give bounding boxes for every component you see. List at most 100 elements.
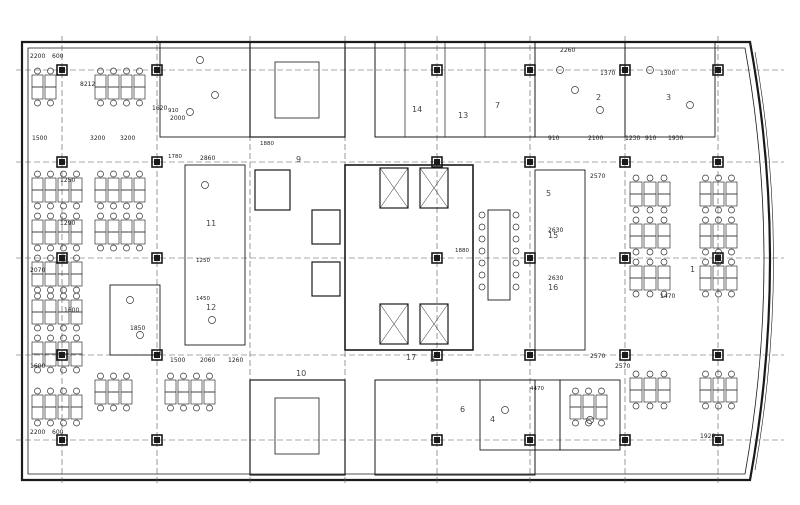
structural-column [619, 349, 631, 361]
structural-column [524, 156, 536, 168]
structural-column-core [154, 437, 160, 443]
chair [201, 181, 209, 189]
structural-column-core [715, 67, 721, 73]
structural-column [151, 156, 163, 168]
chair [47, 334, 54, 342]
desk [177, 391, 190, 405]
bottom-dimension-row: 1500 2060 1260 2200 600 1920 2100 910 12… [30, 135, 715, 440]
chair [60, 366, 67, 374]
chair [478, 235, 486, 243]
chair [632, 206, 640, 214]
desk [164, 391, 177, 405]
chair [34, 254, 41, 262]
desk [57, 273, 70, 287]
chair [646, 370, 654, 378]
chair [686, 101, 694, 109]
chair [632, 174, 640, 182]
desk [44, 189, 57, 203]
desk [712, 389, 725, 403]
structural-column [712, 64, 724, 76]
right-dimension: 1370 [600, 70, 615, 77]
desk [107, 189, 120, 203]
chair [728, 174, 735, 182]
top-dimension: 1620 [152, 105, 167, 112]
chair [47, 324, 54, 332]
chair [47, 254, 54, 262]
chair [34, 387, 41, 395]
chair [97, 99, 104, 107]
structural-column-core [59, 437, 65, 443]
desk [725, 277, 738, 291]
structural-column-core [622, 255, 628, 261]
desk [57, 406, 70, 420]
desk [712, 193, 725, 207]
chair [60, 387, 67, 395]
zone-markers: 1 2 3 4 5 6 7 8 9 10 11 12 13 14 15 16 1… [206, 93, 695, 424]
chair [660, 216, 668, 224]
desk [643, 277, 657, 291]
desk [643, 235, 657, 249]
chair [136, 170, 143, 178]
chair [206, 404, 213, 412]
chair [598, 419, 605, 427]
chair [660, 248, 668, 256]
chair [47, 202, 54, 210]
left-dimension: 1600 [64, 307, 79, 314]
structural-column [431, 434, 443, 446]
chair [512, 271, 520, 279]
chair [110, 202, 117, 210]
structural-column [431, 349, 443, 361]
chair [715, 216, 722, 224]
chair [167, 404, 174, 412]
structural-column-core [154, 159, 160, 165]
chair [73, 202, 80, 210]
chair [596, 106, 604, 114]
structural-column-core [715, 255, 721, 261]
chair [97, 244, 104, 252]
zone-number: 2 [596, 93, 601, 102]
chair [47, 244, 54, 252]
structural-column [619, 434, 631, 446]
structural-column [619, 252, 631, 264]
bottom-dimension: 910 [548, 135, 560, 142]
zone-number: 14 [412, 105, 422, 114]
center-dimension: 1880 [455, 248, 469, 254]
chair [702, 174, 709, 182]
desk [133, 231, 146, 245]
desk [643, 193, 657, 207]
top-dimension-row: 2200 600 8212 3200 1620 2000 2860 2260 [30, 47, 575, 162]
desk [70, 189, 83, 203]
structural-column-core [527, 67, 533, 73]
zone-number: 8 [430, 355, 435, 364]
structural-column [56, 64, 68, 76]
desk [190, 391, 203, 405]
structural-column [151, 252, 163, 264]
structural-column-core [622, 437, 628, 443]
chair [632, 216, 640, 224]
chair [512, 283, 520, 291]
chair [167, 372, 174, 380]
structural-column-core [434, 352, 440, 358]
structural-column [56, 252, 68, 264]
desk [569, 406, 582, 420]
chair [97, 67, 104, 75]
bottom-dimension: 1230 [625, 135, 640, 142]
chair [73, 324, 80, 332]
desk [44, 311, 57, 325]
chair [660, 174, 668, 182]
central-core [249, 41, 536, 476]
desk [94, 391, 107, 405]
chair [646, 174, 654, 182]
chair [632, 248, 640, 256]
desk [31, 406, 44, 420]
chair [123, 372, 130, 380]
chair [660, 206, 668, 214]
chair [646, 206, 654, 214]
chair [136, 67, 143, 75]
structural-column-core [715, 437, 721, 443]
chair [123, 212, 130, 220]
chair [136, 331, 144, 339]
chair [123, 99, 130, 107]
chair [73, 170, 80, 178]
chair [728, 370, 735, 378]
